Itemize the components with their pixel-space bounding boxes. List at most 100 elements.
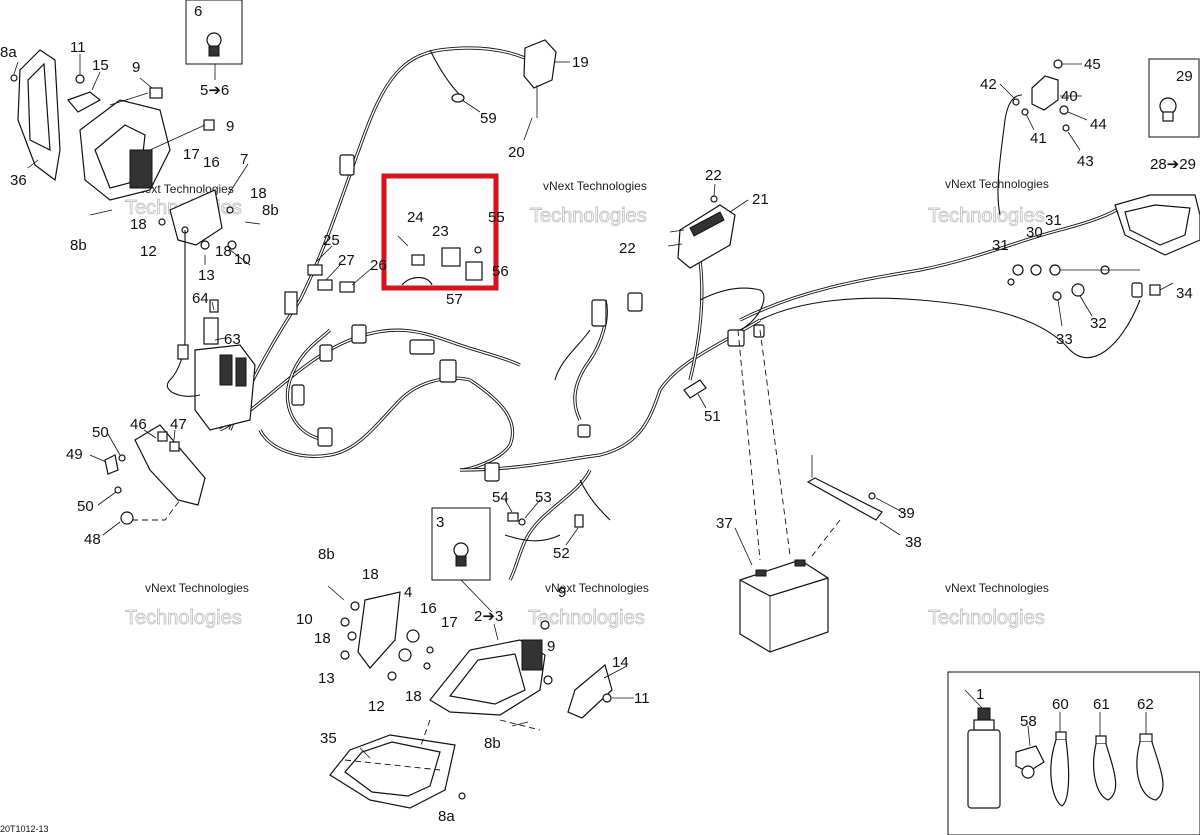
ignition-switch-assembly (451, 39, 557, 118)
callout-59: 59 (480, 110, 497, 127)
watermark-text: vNext Technologies (545, 581, 649, 595)
drawing-number: 20T1012-13 (0, 824, 49, 834)
screw-icon (458, 792, 466, 800)
callout-9: 9 (558, 584, 566, 601)
bulb-icon (453, 542, 469, 567)
connector-icon (484, 462, 500, 482)
battery-strap-icon (806, 477, 883, 521)
callout-4: 4 (404, 584, 412, 601)
nut-icon (1053, 59, 1063, 69)
relay-icon (219, 354, 233, 386)
fuse-holder-icon (465, 261, 483, 281)
push-clip-icon (1015, 745, 1045, 779)
callout-45: 45 (1084, 56, 1101, 73)
callout-50: 50 (92, 424, 109, 441)
callout-40: 40 (1061, 88, 1078, 105)
battery-terminal-icon (755, 569, 767, 577)
bracket-icon (66, 91, 102, 113)
callout-18: 18 (405, 688, 422, 705)
callout-8b: 8b (318, 546, 335, 563)
callout-56: 56 (492, 263, 509, 280)
bulb-icon (206, 32, 222, 57)
callout-39: 39 (898, 505, 915, 522)
callout-37: 37 (716, 515, 733, 532)
watermark-bottom-left: Technologies vNext Technologies (125, 581, 249, 629)
taillight-bulb-detail-box (1148, 58, 1200, 138)
callout-26: 26 (370, 257, 387, 274)
grommet-icon (120, 511, 134, 525)
small-parts-51-54 (504, 512, 584, 542)
screw-icon (667, 243, 683, 247)
fuse-relay-module (167, 230, 256, 431)
kit-box (947, 671, 1200, 835)
clip-icon (149, 87, 163, 99)
relay-terminals-icon (689, 211, 725, 237)
fuse-holder-icon (203, 317, 219, 345)
clip-icon (574, 514, 584, 528)
screw-icon (868, 492, 876, 500)
nut-icon (1007, 278, 1015, 286)
mounting-bracket-46 (104, 424, 206, 525)
callout-13: 13 (198, 267, 215, 284)
callout-8a: 8a (438, 808, 455, 825)
screw-icon (669, 229, 685, 233)
callout-34: 34 (1176, 285, 1193, 302)
washer-icon (426, 646, 434, 654)
callout-42: 42 (980, 76, 997, 93)
washer-icon (1049, 264, 1061, 276)
washer-icon (1052, 291, 1062, 301)
callout-28-29: 28➔29 (1150, 156, 1196, 173)
bracket-icon (567, 663, 613, 719)
callout-22: 22 (705, 167, 722, 184)
connector-icon (727, 329, 745, 347)
callout-19: 19 (572, 54, 589, 71)
callout-44: 44 (1090, 116, 1107, 133)
callout-5-6: 5➔6 (200, 82, 229, 99)
headlamp-lens-icon (448, 653, 526, 705)
watermark-text: Technologies (928, 205, 1045, 227)
callout-13: 13 (318, 670, 335, 687)
relay-module-21 (667, 195, 736, 269)
washer-icon (1059, 105, 1069, 115)
clip-icon (507, 512, 519, 522)
callout-31: 31 (992, 237, 1009, 254)
screw-icon (1062, 124, 1070, 132)
callout-14: 14 (612, 654, 629, 671)
callout-18: 18 (362, 566, 379, 583)
connector-icon (753, 324, 765, 338)
callout-35: 35 (320, 730, 337, 747)
connector-icon (351, 324, 367, 344)
grommet-icon (398, 648, 412, 662)
highlight-box (381, 173, 499, 291)
watermark-text: Technologies (928, 607, 1045, 629)
callout-18: 18 (250, 185, 267, 202)
callout-17: 17 (441, 614, 458, 631)
cable-tie-icon (1093, 735, 1117, 801)
nut-icon (387, 671, 397, 681)
connector-icon (284, 291, 298, 315)
callout-27: 27 (338, 252, 355, 269)
relay-icon (235, 357, 247, 387)
ignition-switch-icon (523, 39, 557, 89)
watermark-text: vNext Technologies (145, 581, 249, 595)
watermark-bottom-center: Technologies vNext Technologies (528, 581, 649, 629)
callout-51: 51 (704, 408, 721, 425)
highlighted-detail-area (381, 173, 499, 291)
washer-icon (1030, 264, 1042, 276)
headlamp-connector-icon (521, 639, 543, 671)
cap-icon (451, 93, 465, 103)
callout-57: 57 (446, 291, 463, 308)
taillight-assembly (1007, 58, 1200, 301)
battery-icon (739, 559, 829, 653)
callout-8b: 8b (262, 202, 279, 219)
clip-icon (104, 454, 119, 475)
fuse-icon (209, 299, 219, 313)
callout-1: 1 (976, 686, 984, 703)
sensor-icon (339, 281, 355, 293)
headlamp-bezel-inner-icon (344, 741, 441, 797)
callout-38: 38 (905, 534, 922, 551)
connector-icon (439, 359, 457, 383)
callout-33: 33 (1056, 331, 1073, 348)
callout-8b: 8b (484, 735, 501, 752)
